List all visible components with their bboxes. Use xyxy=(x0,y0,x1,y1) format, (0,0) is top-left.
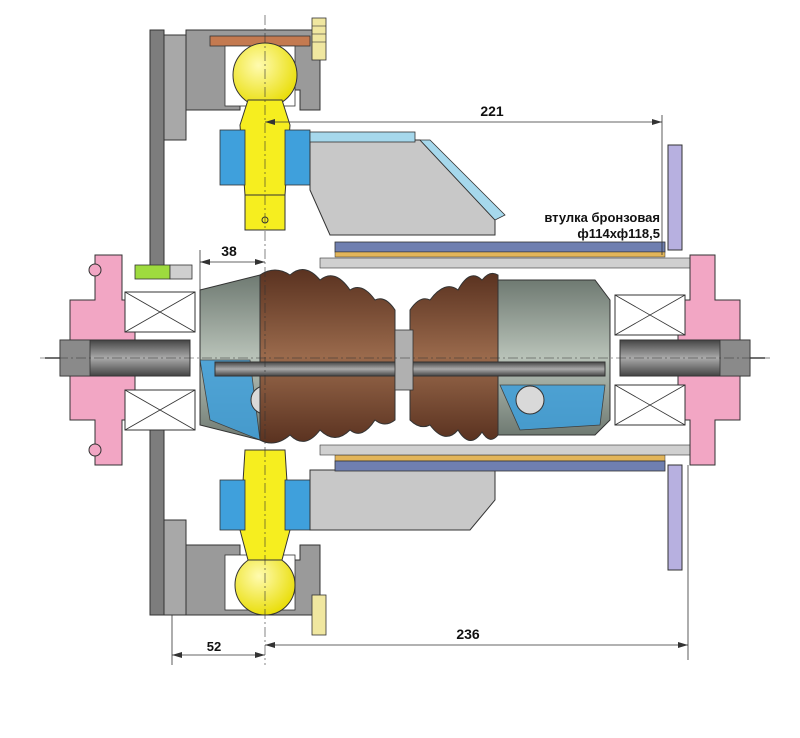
dimension-236-label: 236 xyxy=(456,626,480,642)
bushing-note-line1: втулка бронзовая xyxy=(544,210,660,225)
dimension-221 xyxy=(265,115,663,255)
upper-wedge-support xyxy=(309,131,506,236)
dimension-38 xyxy=(199,250,265,290)
centerlines xyxy=(40,15,770,665)
center-shaft xyxy=(214,329,606,391)
bushing-note-line2: ф114хф118,5 xyxy=(577,226,660,241)
right-cv-joint xyxy=(494,279,611,436)
lower-ball-joint xyxy=(185,449,327,636)
right-mount-plate xyxy=(667,144,683,571)
dimension-221-label: 221 xyxy=(480,103,504,119)
dimension-236 xyxy=(265,465,689,660)
dimension-52-label: 52 xyxy=(207,639,221,654)
bronze-bushing xyxy=(319,241,691,472)
dimension-38-label: 38 xyxy=(221,243,237,259)
lower-wedge-support xyxy=(309,469,496,531)
left-boot xyxy=(259,269,396,444)
upper-ball-joint xyxy=(185,17,327,231)
right-hub-flange xyxy=(614,254,765,466)
right-boot xyxy=(409,272,499,441)
left-hub-flange xyxy=(69,254,196,466)
dimension-52 xyxy=(171,615,265,665)
